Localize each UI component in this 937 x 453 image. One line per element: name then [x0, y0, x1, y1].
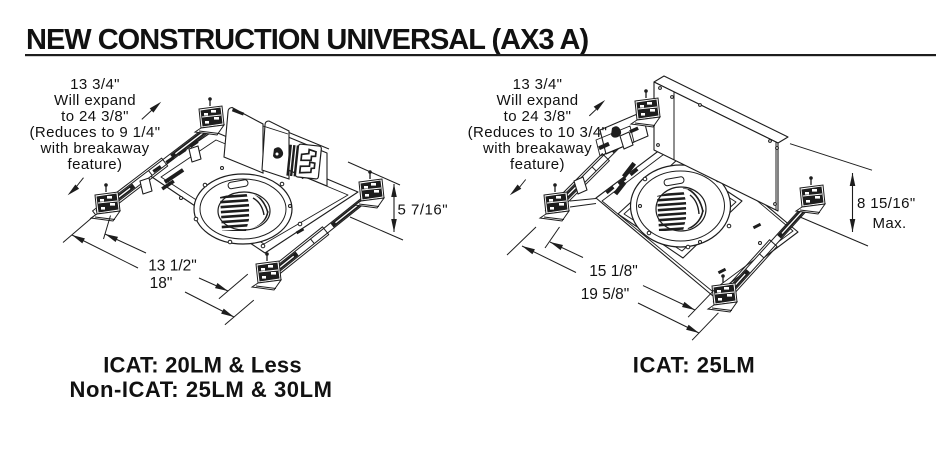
- svg-text:13 3/4": 13 3/4": [513, 76, 563, 93]
- svg-text:to 24 3/8": to 24 3/8": [504, 108, 572, 125]
- svg-text:Will expand: Will expand: [497, 92, 579, 109]
- svg-text:(Reduces to 10 3/4": (Reduces to 10 3/4": [468, 124, 608, 141]
- svg-text:NEW CONSTRUCTION UNIVERSAL (AX: NEW CONSTRUCTION UNIVERSAL (AX3 A): [26, 24, 588, 56]
- svg-text:8 15/16": 8 15/16": [857, 195, 916, 212]
- svg-text:Will expand: Will expand: [54, 92, 136, 109]
- svg-text:with breakaway: with breakaway: [40, 140, 150, 157]
- svg-text:13 1/2": 13 1/2": [148, 258, 197, 275]
- svg-text:5 7/16": 5 7/16": [398, 202, 449, 219]
- svg-text:to 24 3/8": to 24 3/8": [61, 108, 129, 125]
- svg-text:Non-ICAT: 25LM & 30LM: Non-ICAT: 25LM & 30LM: [70, 377, 333, 402]
- svg-text:ICAT: 25LM: ICAT: 25LM: [633, 353, 755, 378]
- svg-text:feature): feature): [510, 156, 565, 173]
- svg-text:(Reduces to 9 1/4": (Reduces to 9 1/4": [30, 124, 161, 141]
- svg-text:13 3/4": 13 3/4": [70, 76, 120, 93]
- svg-text:19 5/8": 19 5/8": [581, 286, 630, 303]
- svg-text:feature): feature): [68, 156, 123, 173]
- svg-text:with breakaway: with breakaway: [482, 140, 592, 157]
- svg-text:Max.: Max.: [872, 215, 906, 232]
- svg-text:ICAT: 20LM & Less: ICAT: 20LM & Less: [103, 353, 302, 378]
- svg-text:15 1/8": 15 1/8": [589, 263, 638, 280]
- svg-text:18": 18": [150, 275, 173, 292]
